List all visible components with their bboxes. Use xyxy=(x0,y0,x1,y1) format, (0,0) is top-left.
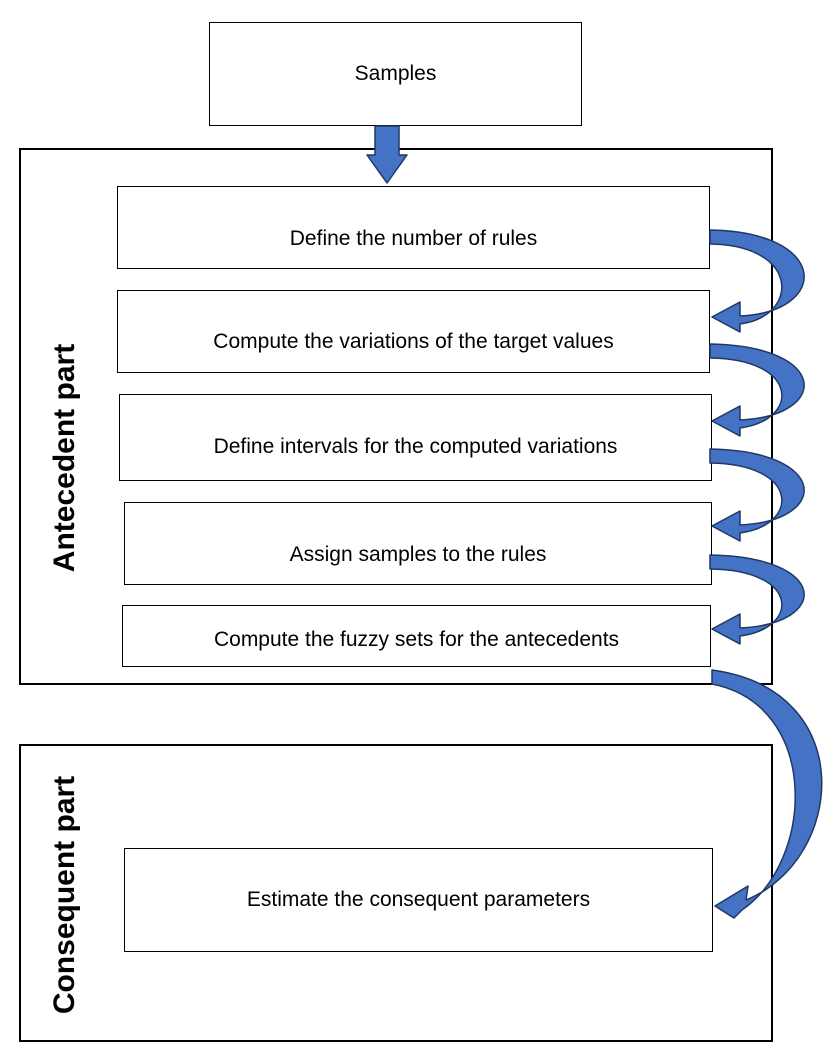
curved-arrow-4 xyxy=(709,554,805,645)
compute-fuzzy-box: Compute the fuzzy sets for the anteceden… xyxy=(122,605,711,667)
curved-arrow-1 xyxy=(709,229,805,333)
compute-variations-label: Compute the variations of the target val… xyxy=(213,329,614,353)
define-intervals-label: Define intervals for the computed variat… xyxy=(213,434,618,458)
estimate-params-box: Estimate the consequent parameters xyxy=(124,848,713,952)
curved-arrow-3 xyxy=(709,448,805,542)
long-curved-arrow xyxy=(711,669,823,919)
curved-arrow-2 xyxy=(709,343,805,437)
compute-variations-box: Compute the variations of the target val… xyxy=(117,290,710,373)
down-arrow xyxy=(366,125,408,184)
define-rules-label: Define the number of rules xyxy=(289,226,538,250)
define-intervals-box: Define intervals for the computed variat… xyxy=(119,394,712,481)
assign-samples-label: Assign samples to the rules xyxy=(289,542,547,566)
compute-fuzzy-label: Compute the fuzzy sets for the anteceden… xyxy=(213,628,620,651)
samples-label: Samples xyxy=(354,62,437,85)
assign-samples-box: Assign samples to the rules xyxy=(124,502,712,585)
define-rules-box: Define the number of rules xyxy=(117,186,710,269)
estimate-params-label: Estimate the consequent parameters xyxy=(246,888,591,911)
